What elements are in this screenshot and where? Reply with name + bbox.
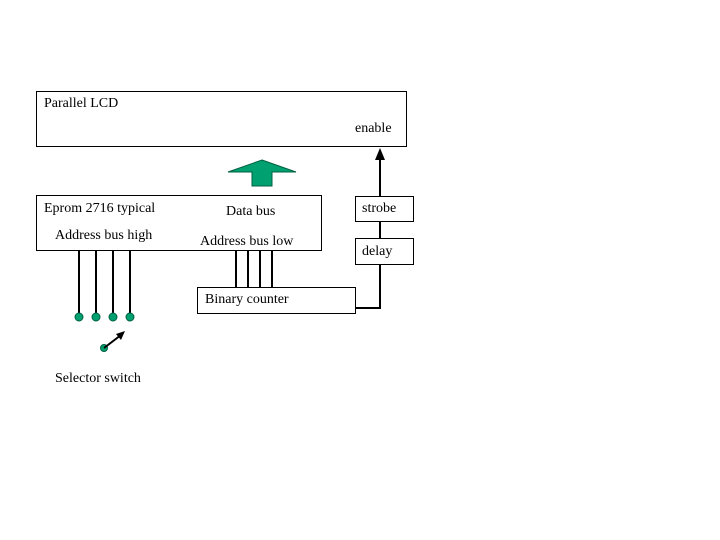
- data-bus-label: Data bus: [226, 204, 276, 219]
- switch-contact-3: [108, 312, 118, 322]
- strobe-box: [355, 196, 414, 222]
- lcd-enable-label: enable: [355, 121, 392, 136]
- switch-lever: [103, 334, 122, 349]
- lcd-title: Parallel LCD: [44, 96, 119, 111]
- switch-contact-4: [125, 312, 135, 322]
- address-low-label: Address bus low: [200, 234, 294, 249]
- enable-arrow-icon: [375, 148, 385, 160]
- counter-box: [197, 287, 356, 314]
- switch-lever-arrow-icon: [116, 331, 125, 340]
- lcd-box: [36, 91, 407, 147]
- delay-label: delay: [362, 244, 393, 259]
- counter-label: Binary counter: [205, 292, 289, 307]
- eprom-box: [36, 195, 322, 251]
- address-high-label: Address bus high: [55, 228, 153, 243]
- strobe-label: strobe: [362, 201, 397, 216]
- switch-contact-1: [74, 312, 84, 322]
- eprom-title: Eprom 2716 typical: [44, 201, 156, 216]
- switch-pivot: [100, 344, 108, 352]
- selector-switch-label: Selector switch: [55, 371, 141, 386]
- switch-contact-2: [91, 312, 101, 322]
- delay-box: [355, 238, 414, 265]
- data-bus-arrow-icon: [227, 159, 297, 187]
